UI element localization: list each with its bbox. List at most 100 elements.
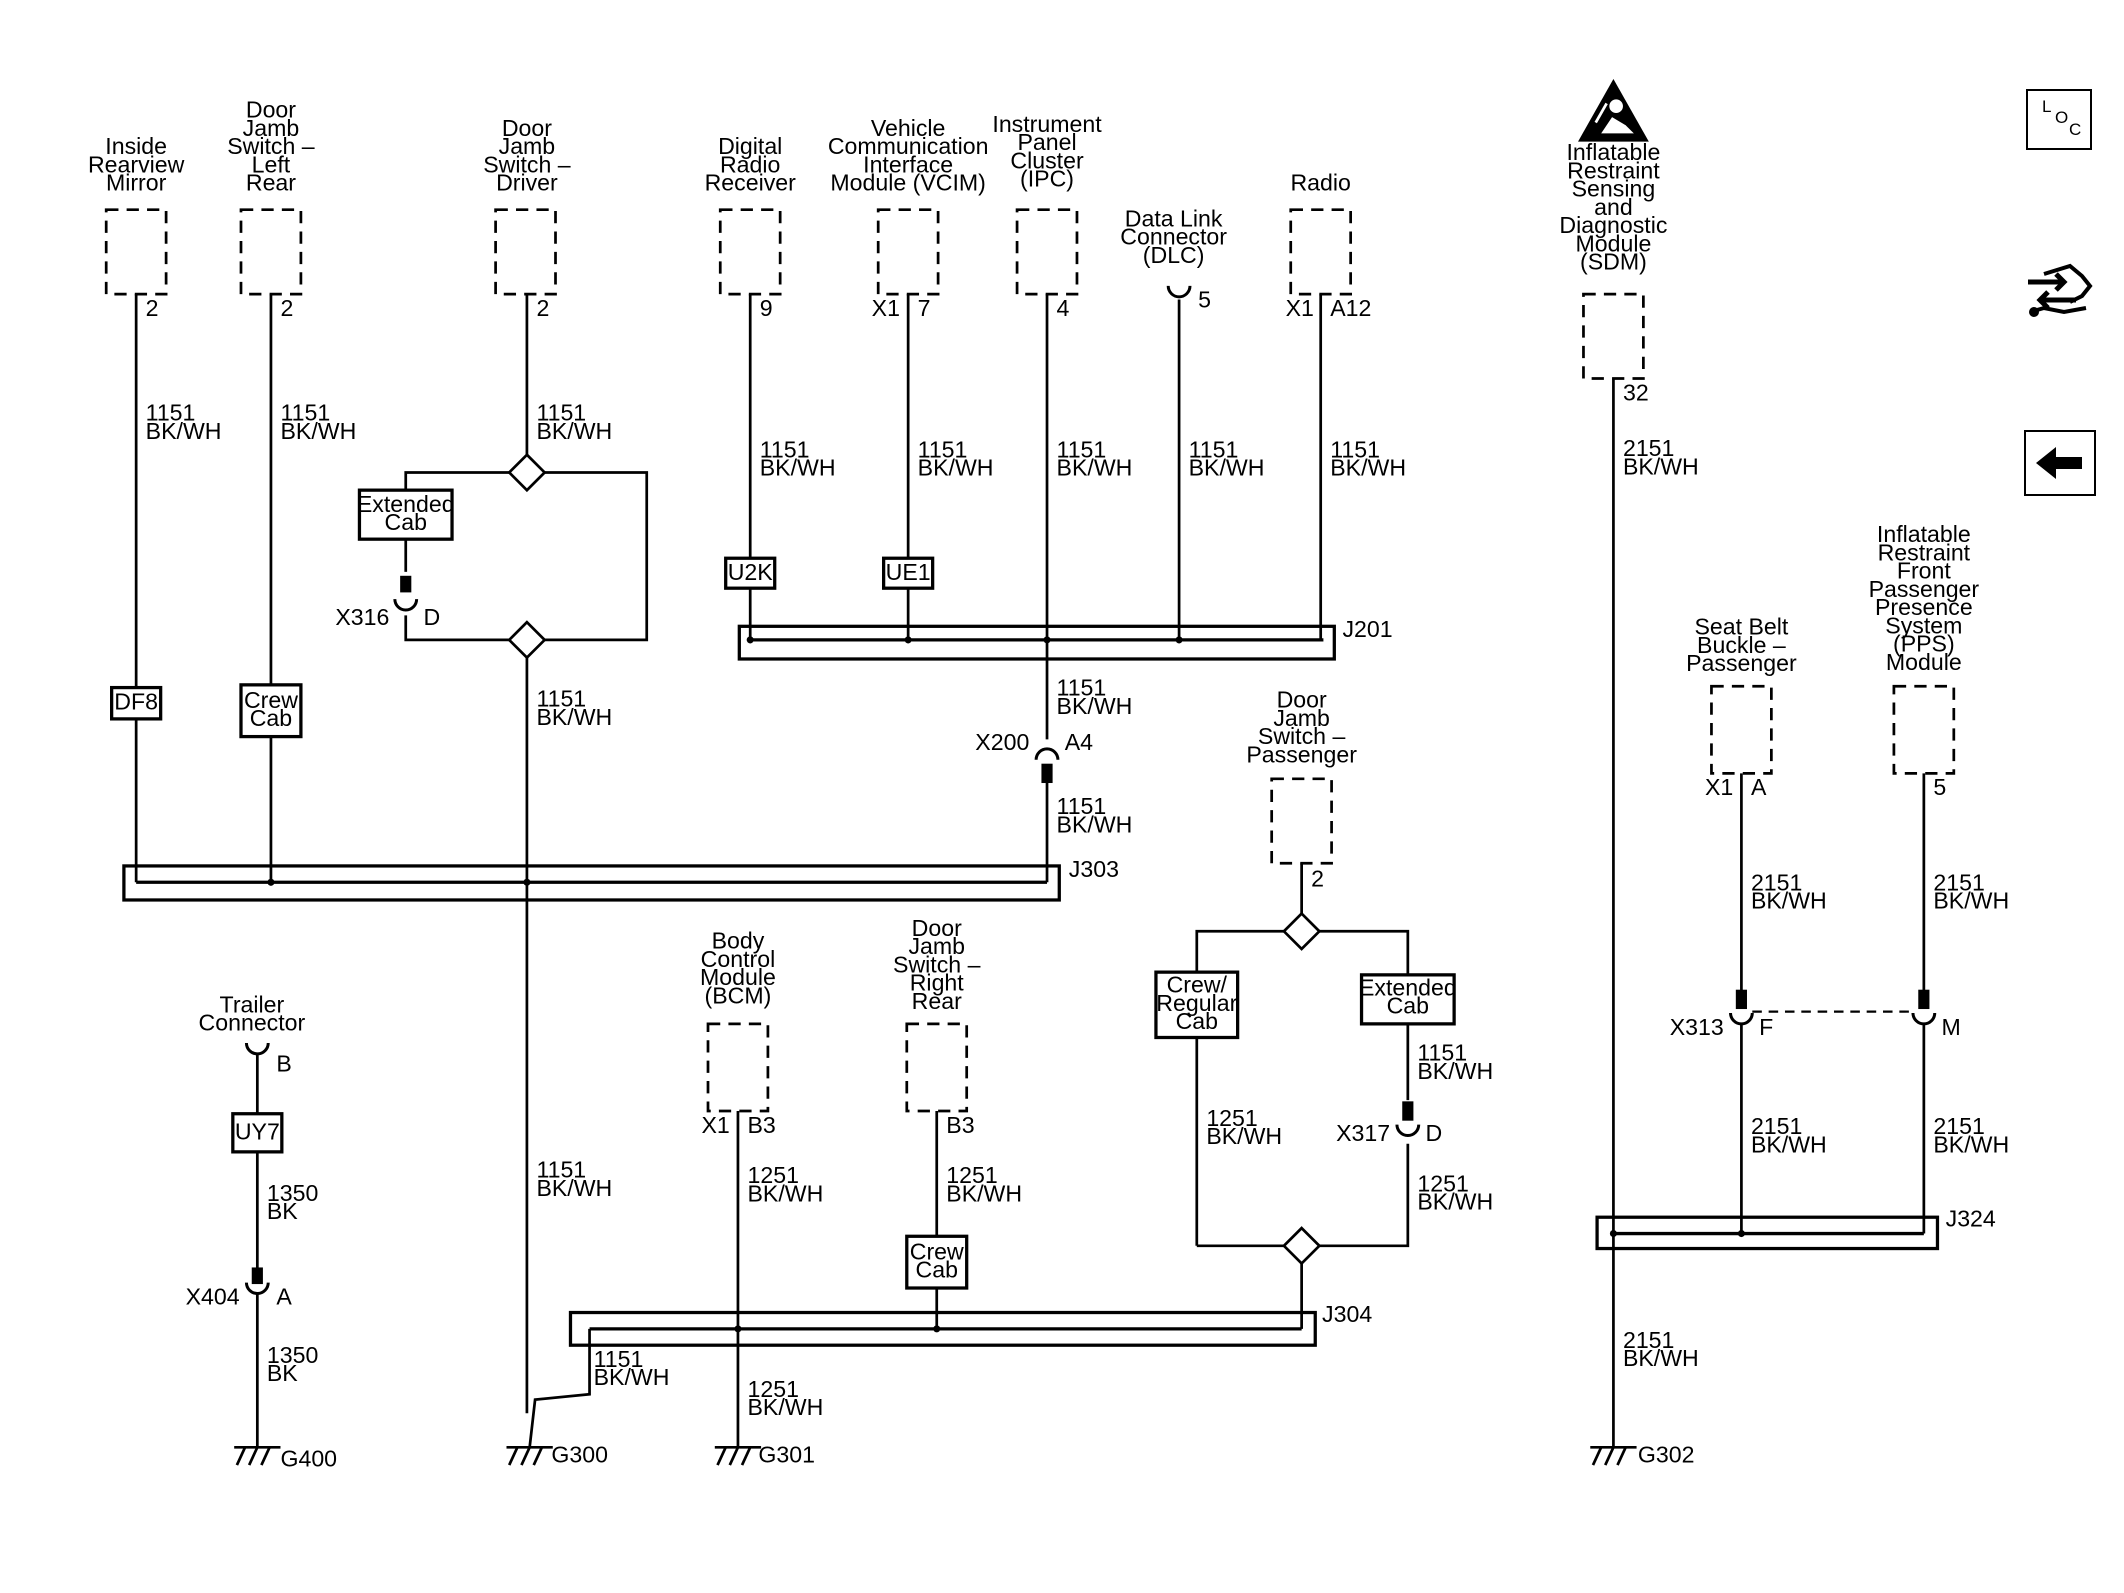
splice-j324 xyxy=(1595,1215,1940,1251)
pin-label: 7 xyxy=(918,295,931,321)
pin-label: A xyxy=(1751,774,1767,800)
option-split-diamond xyxy=(1282,911,1322,951)
j304-label: J304 xyxy=(1322,1301,1372,1327)
g301-label: G301 xyxy=(758,1441,815,1467)
option-crew-regular-cab xyxy=(1154,970,1240,1040)
pin-label: A12 xyxy=(1330,295,1371,321)
pin-label: 5 xyxy=(1933,774,1946,800)
option-join-diamond xyxy=(1282,1226,1322,1266)
pin-label: 2 xyxy=(280,295,293,321)
option-extended-cab-right xyxy=(1359,973,1456,1026)
x313-pin-label: F xyxy=(1759,1014,1773,1040)
pin-label: 9 xyxy=(760,295,773,321)
splice-j304 xyxy=(568,1310,1317,1347)
pin-label: B3 xyxy=(946,1112,974,1138)
location-icon: L O C xyxy=(2042,97,2082,139)
door-rr-component xyxy=(905,1022,969,1113)
connector-x317 xyxy=(1395,1124,1421,1137)
pin-label: 5 xyxy=(1198,287,1211,313)
x404-label: X404 xyxy=(186,1283,240,1309)
g400-label: G400 xyxy=(280,1445,337,1471)
g300-label: G300 xyxy=(551,1441,608,1467)
df8-label: DF8 xyxy=(114,688,158,714)
connector-x313-f xyxy=(1729,1012,1754,1026)
option-crew-cab-left xyxy=(239,683,303,739)
pin-label: B3 xyxy=(747,1112,775,1138)
location-button[interactable]: L O C xyxy=(2026,89,2092,150)
back-arrow-icon xyxy=(2036,447,2082,479)
option-join-diamond xyxy=(507,620,547,660)
x317-pin-label: D xyxy=(1426,1120,1443,1146)
connector-icon xyxy=(2028,263,2093,317)
u2k-label: U2K xyxy=(728,559,774,585)
option-ue1 xyxy=(882,556,935,590)
splice-j303 xyxy=(122,864,1061,902)
ground-g301 xyxy=(714,1445,762,1466)
connector-views-button[interactable] xyxy=(2024,252,2096,334)
connector-id-label: X1 xyxy=(1286,295,1314,321)
ground-g302 xyxy=(1590,1445,1637,1466)
bcm-component xyxy=(706,1022,770,1113)
x313-label: X313 xyxy=(1670,1014,1724,1040)
x313-pin-label: M xyxy=(1942,1014,1961,1040)
ground-g300 xyxy=(506,1445,553,1466)
connector-x404 xyxy=(244,1282,270,1295)
dlc-connector-cavity xyxy=(1166,285,1192,299)
airbag-warning-icon xyxy=(1578,78,1649,142)
radio-label: Radio xyxy=(1290,170,1350,196)
seatbelt-component xyxy=(1710,684,1773,775)
option-split-diamond xyxy=(507,452,547,493)
ground-g400 xyxy=(234,1445,281,1466)
x316-label: X316 xyxy=(335,604,389,630)
pin-label: 32 xyxy=(1623,379,1649,405)
connector-id-label: X1 xyxy=(701,1112,729,1138)
connector-x313-m xyxy=(1911,1012,1937,1026)
back-button[interactable] xyxy=(2024,430,2096,496)
pin-label: 2 xyxy=(1311,865,1324,891)
g302-label: G302 xyxy=(1638,1441,1695,1467)
j303-label: J303 xyxy=(1069,856,1119,882)
connector-id-label: X1 xyxy=(872,295,900,321)
splice-j201 xyxy=(737,624,1336,661)
pin-label: 4 xyxy=(1057,295,1070,321)
